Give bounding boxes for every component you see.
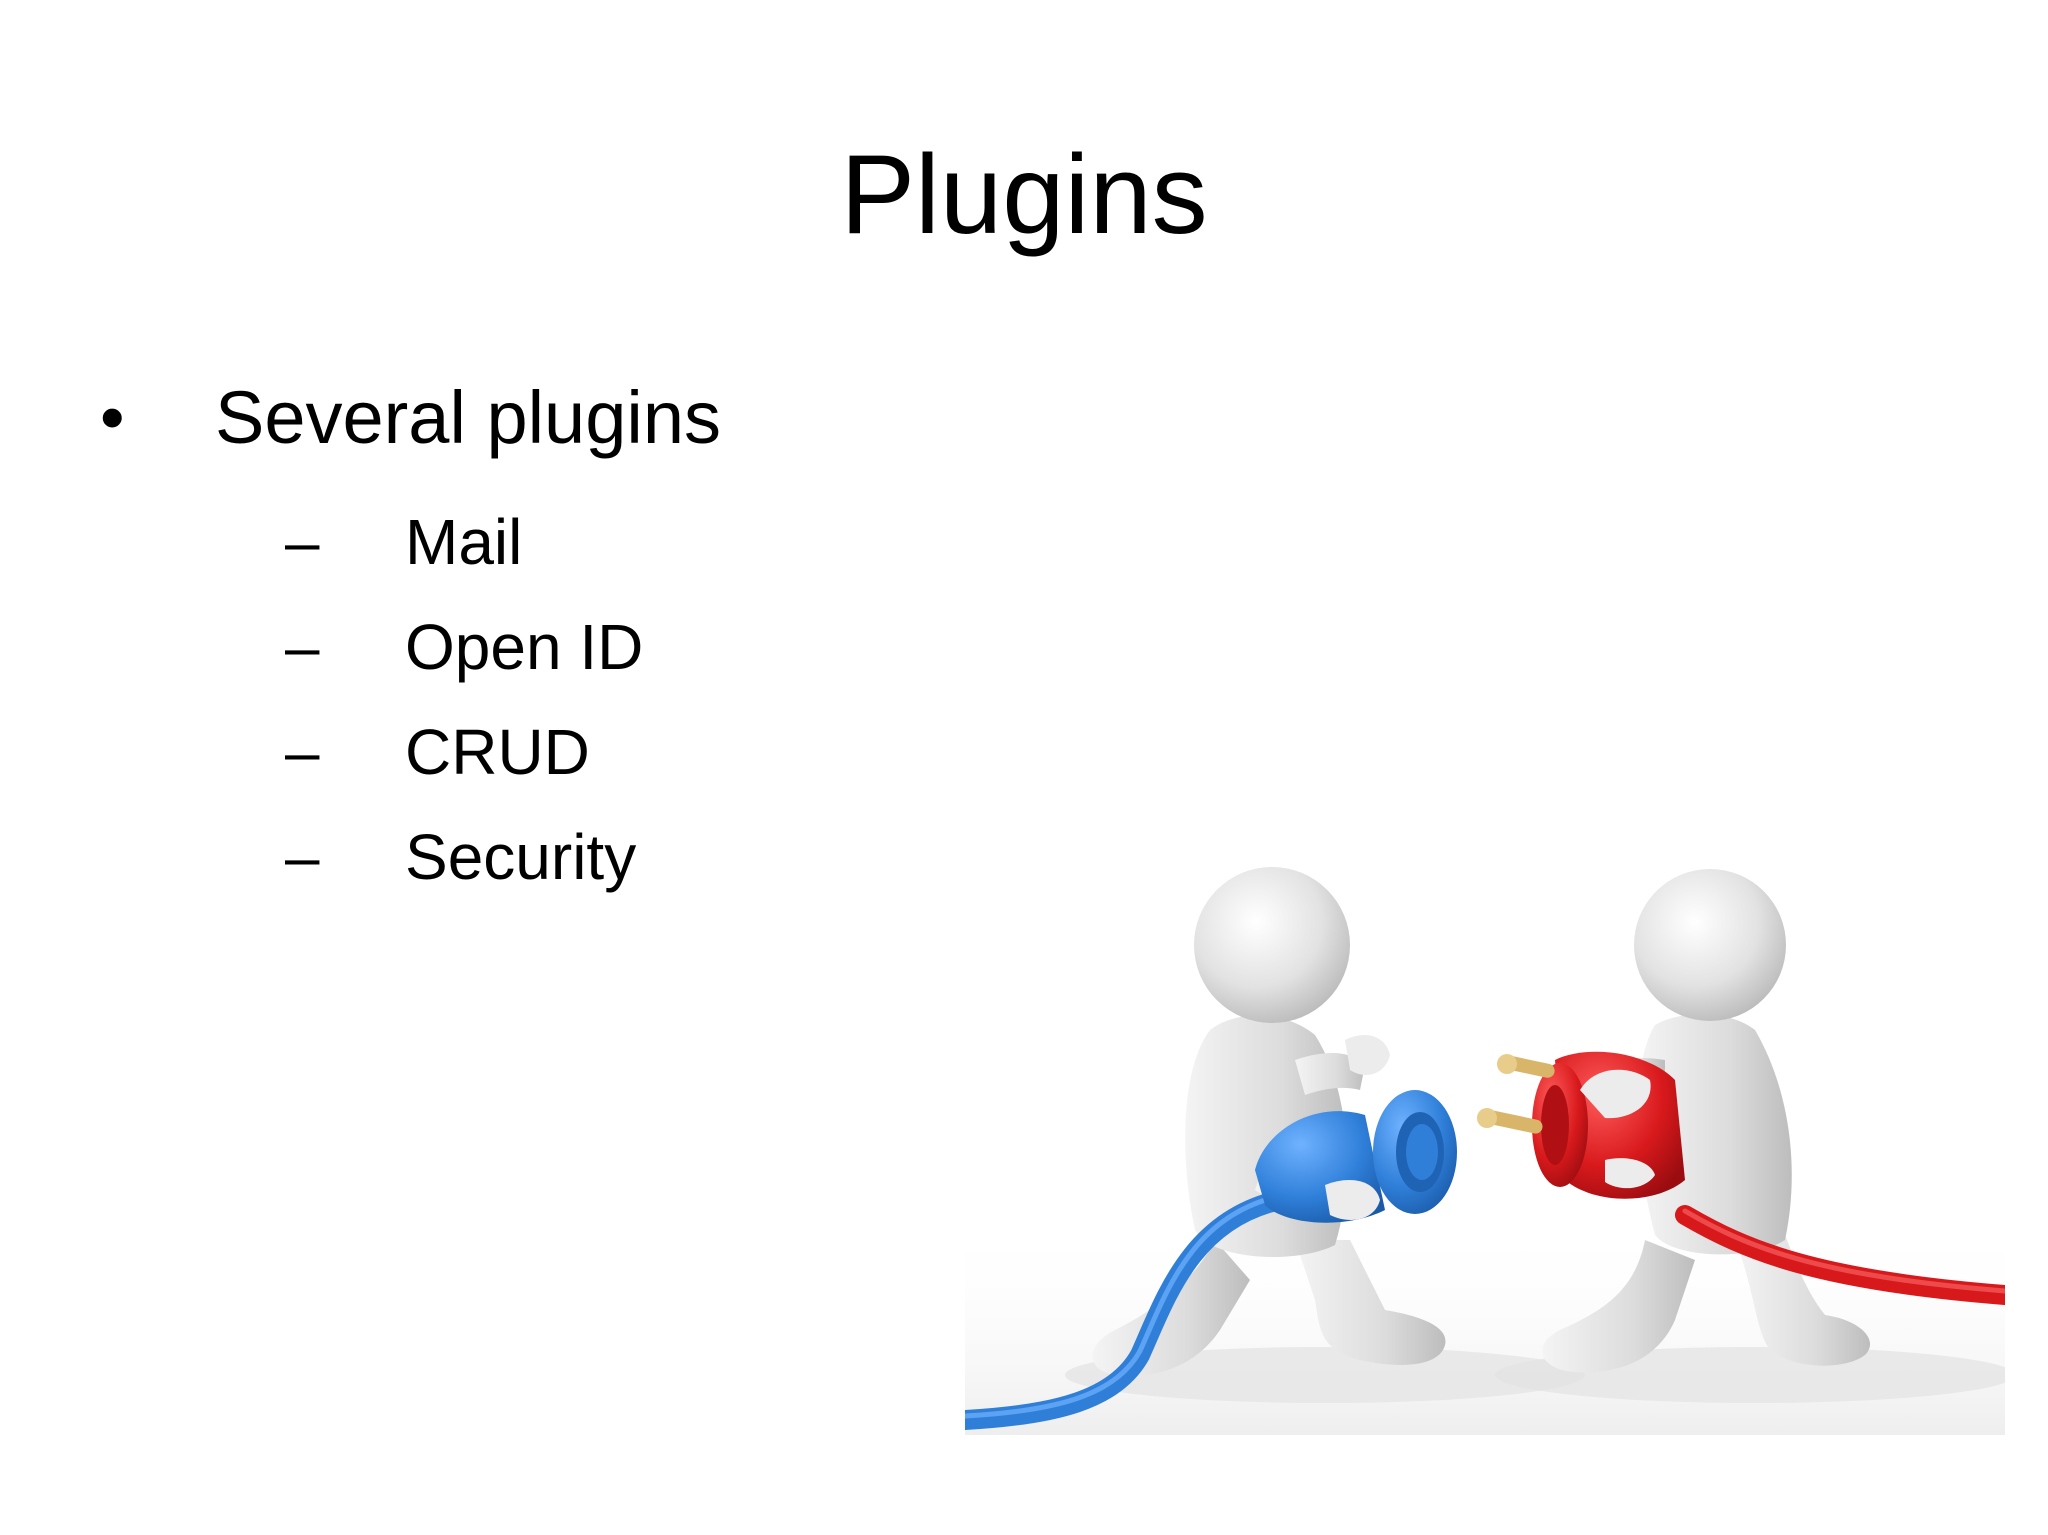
sub-item-label: CRUD — [405, 716, 590, 788]
dash-icon: – — [285, 823, 320, 892]
left-figure — [1092, 867, 1446, 1376]
sub-item-open-id: – Open ID — [285, 595, 643, 700]
dash-icon: – — [285, 718, 320, 787]
sub-item-label: Mail — [405, 506, 523, 578]
plugs-illustration — [965, 867, 2005, 1435]
sub-item-crud: – CRUD — [285, 700, 643, 805]
sub-item-label: Open ID — [405, 611, 644, 683]
dash-icon: – — [285, 508, 320, 577]
blue-cable — [965, 1193, 1283, 1419]
sub-item-mail: – Mail — [285, 490, 643, 595]
red-cable — [1682, 1208, 2005, 1294]
dash-icon: – — [285, 613, 320, 682]
bullet-icon: • — [100, 378, 125, 456]
red-cable — [1675, 1205, 2005, 1305]
sub-list: – Mail – Open ID – CRUD – Security — [285, 490, 643, 910]
floor-shadow — [1065, 1347, 1585, 1403]
right-figure — [1542, 869, 1871, 1373]
sub-item-label: Security — [405, 821, 637, 893]
bullet-item: • Several plugins — [100, 370, 721, 465]
sub-item-security: – Security — [285, 805, 643, 910]
bullet-text: Several plugins — [215, 376, 721, 459]
red-plug — [1477, 1051, 1685, 1199]
slide-title: Plugins — [840, 132, 1208, 257]
